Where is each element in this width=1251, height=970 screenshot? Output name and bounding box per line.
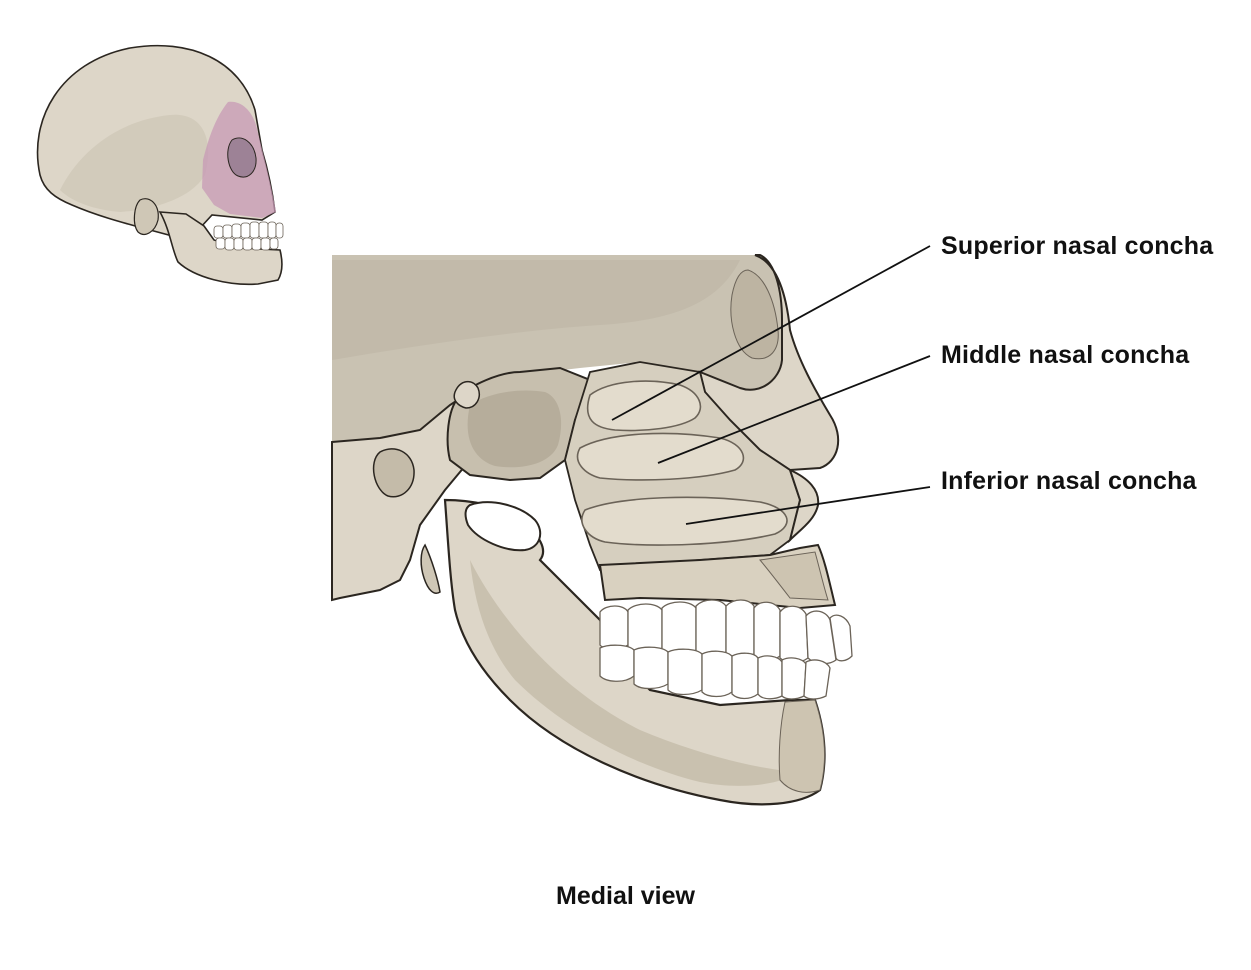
nasal-bone-edge: [788, 468, 820, 544]
skull-lateral-thumbnail-icon: [36, 44, 284, 286]
mandible-shading: [470, 560, 800, 786]
sphenoid-sinus-inner: [467, 390, 562, 468]
skull-medial-section-illustration: [331, 254, 853, 806]
leader-line-inferior: [685, 486, 931, 525]
thumbnail-teeth: [213, 221, 284, 251]
figure-caption: Medial view: [556, 882, 695, 910]
thumbnail-orbit: [227, 137, 257, 178]
sella-turcica: [453, 380, 480, 409]
mandible-symphysis: [778, 699, 826, 793]
middle-nasal-concha: [576, 432, 745, 481]
label-inferior-nasal-concha: Inferior nasal concha: [941, 467, 1197, 495]
leader-lines: [611, 245, 931, 525]
mandible: [443, 498, 826, 806]
cranial-cavity-shading: [332, 260, 740, 360]
leader-line-middle: [657, 355, 931, 464]
frontal-bone: [698, 254, 840, 472]
thumbnail-ear-region: [133, 198, 159, 235]
mastoid-process: [420, 543, 441, 594]
superior-nasal-concha: [586, 380, 702, 432]
thumbnail-cranium-shade: [60, 114, 209, 212]
frontal-sinus: [730, 269, 779, 360]
palate-spongy-bone: [759, 551, 829, 601]
label-superior-nasal-concha: Superior nasal concha: [941, 232, 1214, 260]
inferior-nasal-concha: [581, 496, 788, 546]
teeth: [599, 599, 853, 700]
mandibular-foramen-notch: [464, 501, 542, 552]
occipital-condyle: [372, 448, 415, 498]
leader-line-superior: [611, 245, 931, 421]
label-middle-nasal-concha: Middle nasal concha: [941, 341, 1190, 369]
